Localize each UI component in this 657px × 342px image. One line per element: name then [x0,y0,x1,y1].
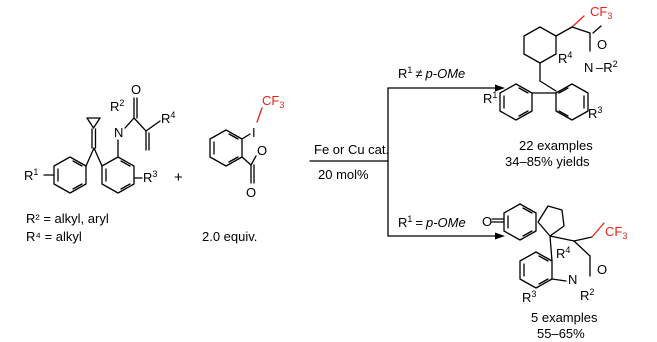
arrowhead-bottom [495,232,505,240]
catalyst-label: Fe or Cu cat. [314,142,389,157]
reagent-equivalents: 2.0 equiv. [202,229,257,244]
top-r2-label: –R2 [596,59,618,75]
bottom-branch-condition: R1=p-OMe [398,214,466,230]
top-carbonyl-o-label: O [597,37,607,52]
bottom-r4-label: R4 [556,245,570,261]
r2-label: R2 [110,98,124,114]
aryl-ring-r1 [43,147,95,194]
r2-definition: R² = alkyl, aryl [26,211,109,226]
plus-sign: + [174,169,183,186]
product-top: CF3 O R4 N –R2 R1 R3 [483,4,618,121]
bottom-r2-label: R2 [580,287,594,303]
top-r1-label: R1 [483,90,497,106]
r4-label: R4 [161,110,175,126]
r3-label: R3 [143,169,157,185]
starting-material: R1 N R2 O R4 R3 R² = alkyl, aryl R⁴ = al… [24,82,175,244]
cyclopropylidene-group [86,117,101,149]
catalyst-loading-label: 20 mol% [318,167,369,182]
product-bottom: O CF3 R4 O N R2 R3 [482,203,627,305]
top-n-label: N [584,60,593,75]
carbonyl-oxygen-label: O [246,185,256,200]
top-branch-condition: R1≠p-OMe [398,65,465,81]
r1-label: R1 [24,167,38,183]
acrylamide-group [124,97,161,151]
top-cf3-label: CF3 [590,4,612,21]
top-yield-range: 34–85% yields [505,154,590,169]
arrowhead-top [495,84,505,92]
bottom-examples-count: 5 examples [531,310,598,325]
top-r4-label: R4 [558,50,572,66]
top-r3-label: R3 [588,105,602,121]
iodine-label: I [252,125,256,140]
bottom-yield-range: 55–65% [537,326,585,341]
bottom-n-label: N [568,272,577,287]
ring-oxygen-label: O [257,143,267,158]
top-examples-count: 22 examples [519,138,593,153]
carbonyl-o-label: O [131,82,141,97]
reaction-arrows [309,84,505,240]
n-atom-label: N [114,125,123,140]
aniline-ring-r3 [93,139,143,194]
dienone-o-label: O [482,214,492,229]
togni-reagent: I CF3 O O 2.0 equiv. [202,93,284,244]
r4-definition: R⁴ = alkyl [26,229,82,244]
bottom-r3-label: R3 [522,289,536,305]
reagent-cf3-label: CF3 [262,93,284,110]
bottom-cf3-label: CF3 [605,224,627,241]
bottom-carbonyl-o-label: O [597,262,607,277]
